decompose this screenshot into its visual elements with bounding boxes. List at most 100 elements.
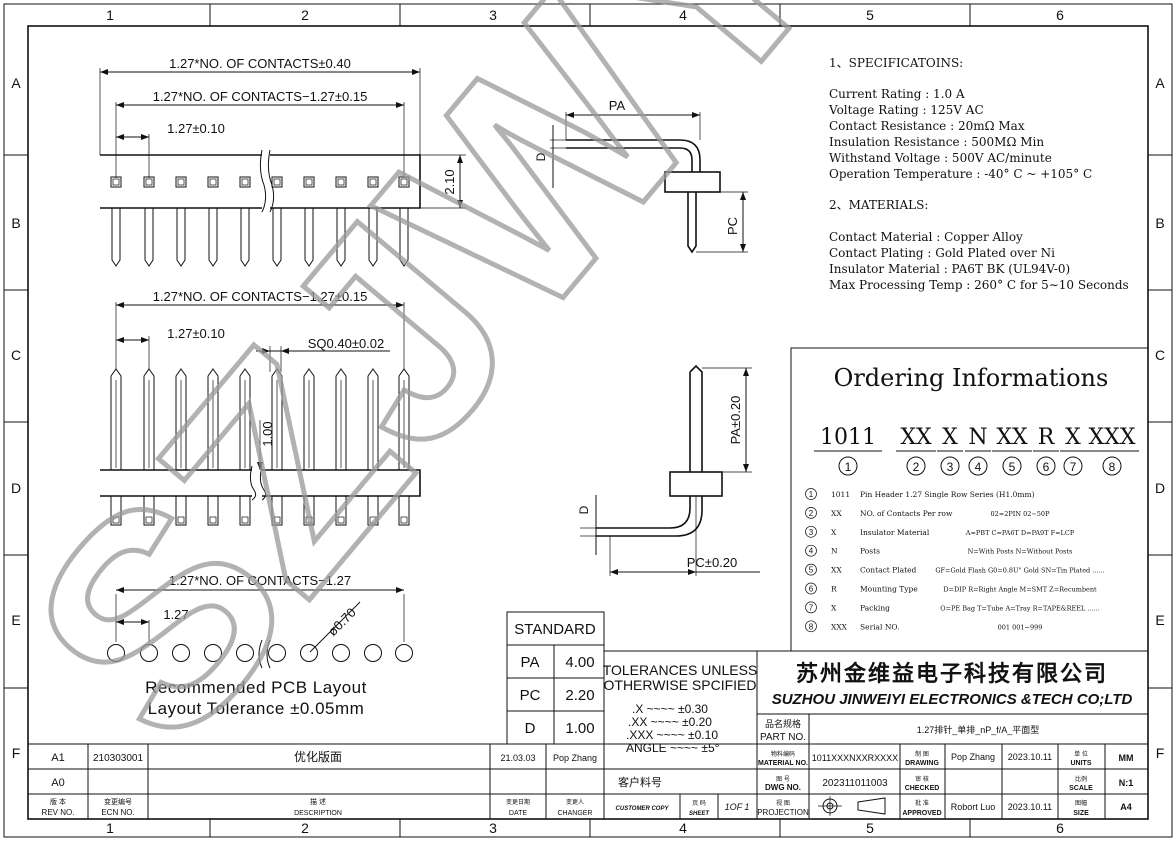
item-code: R <box>831 585 837 594</box>
pin-tip <box>177 516 185 524</box>
dim-d2: D <box>577 505 591 514</box>
standard-value: 1.00 <box>565 720 594 737</box>
tolerance-row: ANGLE ~~~~ ±5° <box>626 741 720 755</box>
square-hole <box>271 176 283 188</box>
pin-tail <box>110 496 122 526</box>
order-code: N <box>968 425 987 450</box>
pin-tail <box>399 208 409 267</box>
scale-cn: 比例 <box>1075 775 1087 783</box>
order-num: 3 <box>947 460 954 474</box>
dwg-label: DWG NO. <box>765 783 801 792</box>
item-code: XX <box>831 566 842 575</box>
company-en: SUZHOU JINWEIYI ELECTRONICS &TECH CO;LTD <box>772 691 1133 708</box>
pin-tail <box>398 496 410 526</box>
row-label: F <box>12 745 21 761</box>
proj-label: PROJECTION <box>757 808 809 817</box>
tolerance-row: .X ~~~~ ±0.30 <box>632 702 708 716</box>
standard-value: 2.20 <box>565 687 594 704</box>
spec-title: 1、SPECIFICATOINS: <box>829 56 963 70</box>
col-label: 2 <box>301 7 309 23</box>
item-options: D=DIP R=Right Angle M=SMT Z=Recumbent <box>943 586 1097 594</box>
order-code: X <box>1065 425 1081 450</box>
col-label: 3 <box>489 7 497 23</box>
header-changer-cn: 变更人 <box>566 798 584 806</box>
row-label: A <box>1155 75 1165 91</box>
dim-pc: PC <box>725 217 740 235</box>
standard-key: PA <box>521 654 540 671</box>
dim-pcb-pitch: 1.27 <box>163 607 188 622</box>
row-label: C <box>1155 347 1165 363</box>
item-num-circle <box>805 544 817 557</box>
item-name: NO. of Contacts Per row <box>860 509 953 518</box>
drawing-label-cn: 制 图 <box>915 750 929 758</box>
item-num-circle <box>805 507 817 519</box>
row-label: E <box>11 612 20 628</box>
order-num-circle <box>1036 456 1056 476</box>
spec-line: Withstand Voltage : 500V AC/minute <box>829 151 1052 165</box>
standard-title: STANDARD <box>514 621 596 638</box>
title-block: 苏州金维益电子科技有限公司 SUZHOU JINWEIYI ELECTRONIC… <box>27 650 1149 820</box>
item-num: 1 <box>809 490 814 499</box>
dim-body-h: 1.00 <box>260 421 275 446</box>
square-hole-inner <box>112 178 120 186</box>
col-label: 2 <box>301 820 309 836</box>
part-no-label: PART NO. <box>760 732 806 743</box>
units-label: UNITS <box>1071 760 1092 767</box>
rev-ecn: 210303001 <box>93 753 143 764</box>
pin-tail <box>368 208 378 267</box>
square-hole <box>239 176 251 188</box>
order-code: 1011 <box>820 425 876 450</box>
order-code: XX <box>996 425 1028 450</box>
standard-key: PC <box>520 687 541 704</box>
item-options: 02=2PIN 02∼50P <box>991 510 1051 518</box>
item-num-circle <box>805 525 817 538</box>
spec-line: Operation Temperature : -40° C ~ +105° C <box>829 167 1092 181</box>
col-label: 4 <box>679 7 687 23</box>
pin-tip <box>112 516 120 524</box>
header-rev-cn: 版 本 <box>50 797 66 806</box>
col-label: 5 <box>866 7 874 23</box>
dim-pitch-2: 1.27±0.10 <box>167 326 225 341</box>
approved-cn: 批 准 <box>915 799 929 807</box>
item-name: Contact Plated <box>860 566 917 575</box>
pin-post <box>398 368 410 470</box>
item-options: 001 001~999 <box>998 623 1043 631</box>
material-label: MATERIAL NO. <box>758 760 808 767</box>
pin-tail <box>144 208 154 267</box>
order-num: 7 <box>1070 460 1077 474</box>
item-num-circle <box>805 620 817 633</box>
material-line: Max Processing Temp : 260° C for 5∼10 Se… <box>829 278 1129 292</box>
projection-symbol <box>818 796 886 816</box>
pin-tip <box>337 516 345 524</box>
order-num-circle <box>1102 456 1122 476</box>
approved-date: 2023.10.11 <box>1008 802 1052 812</box>
pcb-hole <box>300 644 318 662</box>
item-num: 8 <box>809 622 814 631</box>
row-label: A <box>11 75 21 91</box>
order-num: 8 <box>1109 460 1116 474</box>
material-no: 1011XXXNXXRXXXX <box>812 753 898 763</box>
pin-tail <box>271 496 283 526</box>
pin-post <box>335 368 347 470</box>
row-label: F <box>1156 745 1165 761</box>
proj-cn: 视 图 <box>776 799 790 807</box>
tolerances: TOLERANCES UNLESS OTHERWISE SPCIFIED .X … <box>603 650 758 755</box>
square-hole-inner <box>337 178 345 186</box>
spec-line: Current Rating : 1.0 A <box>829 87 965 101</box>
pcb-hole <box>395 644 413 662</box>
dim-pitch-span-2: 1.27*NO. OF CONTACTS−1.27±0.15 <box>153 289 368 304</box>
square-hole <box>175 176 187 188</box>
col-label: 3 <box>489 820 497 836</box>
item-num-circle <box>805 563 817 576</box>
tolerance-row: .XXX ~~~~ ±0.10 <box>626 728 718 742</box>
item-code: N <box>831 547 838 556</box>
part-desc: 1.27排针_单排_nP_f/A_平面型 <box>917 724 1040 735</box>
standard-value: 4.00 <box>565 654 594 671</box>
pin-post <box>175 368 187 470</box>
pin-tail <box>304 208 314 267</box>
pin-tail <box>239 496 251 526</box>
square-hole <box>398 176 410 188</box>
order-num: 4 <box>975 460 982 474</box>
dim-pc-tol: PC±0.20 <box>687 555 738 570</box>
pin-tail <box>240 208 250 267</box>
